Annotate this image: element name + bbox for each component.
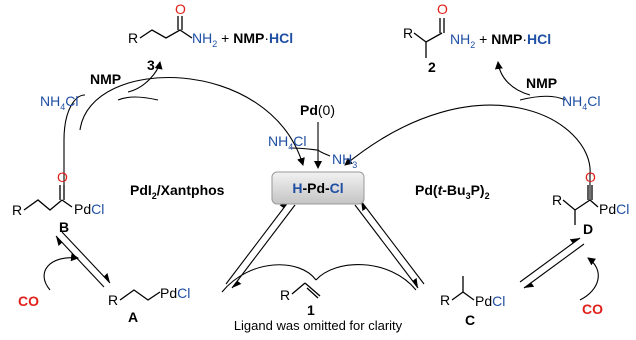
speciesC-c-pd <box>462 291 475 301</box>
speciesD-backbone <box>562 199 591 211</box>
left-nh4cl-label: NH4Cl <box>40 93 78 112</box>
speciesD-r: R <box>552 192 562 208</box>
alkene-db-a <box>304 282 321 297</box>
left-cycle-arc-arrow <box>79 76 305 166</box>
footnote-text: Ligand was omitted for clarity <box>234 318 403 333</box>
speciesB-pdcl: PdCl <box>74 201 104 217</box>
alkene-r-bond <box>291 282 306 295</box>
product3-o: O <box>175 1 186 17</box>
co-insertion-left-arrow <box>43 253 79 291</box>
alkene-left-arc <box>221 264 317 293</box>
speciesB-chain <box>23 199 63 211</box>
speciesB-label: B <box>59 219 69 235</box>
product2-number: 2 <box>428 59 436 75</box>
product3-chain <box>139 29 193 39</box>
speciesD-c-pd <box>589 199 599 208</box>
hpdcl-cl: Cl <box>330 180 344 196</box>
species-b-structure: R O PdCl B <box>12 169 104 235</box>
speciesD-label: D <box>583 221 593 237</box>
speciesA-r: R <box>108 292 118 308</box>
speciesC-pdcl: PdCl <box>475 293 505 309</box>
right-cycle-arc-arrow <box>344 104 591 176</box>
speciesB-r: R <box>12 202 22 218</box>
center-nh4cl-label: NH4Cl <box>268 133 306 152</box>
alkene-1-structure: R 1 <box>280 282 321 318</box>
product-2-structure: R O <box>403 1 448 58</box>
speciesC-r: R <box>440 292 450 308</box>
speciesA-chain <box>119 289 161 301</box>
right-co-label: CO <box>582 301 603 317</box>
product2-r: R <box>403 25 413 41</box>
hpdcl-h: H <box>292 180 302 196</box>
alkene-r: R <box>280 287 290 303</box>
hpdcl-pd: Pd <box>307 180 325 196</box>
alkene-right-arc <box>315 264 417 291</box>
speciesC-label: C <box>465 312 475 328</box>
eq-a-to-hpdcl-arrow <box>225 200 290 285</box>
product2-backbone <box>413 32 443 43</box>
speciesA-label: A <box>128 309 138 325</box>
alkene-db-b <box>306 287 319 299</box>
eq-b-to-a-arrow <box>61 231 111 284</box>
pd0-oxidation: (0) <box>318 102 335 118</box>
left-co-label: CO <box>18 293 39 309</box>
product2-amide-line: NH2 + NMP·HCl <box>450 31 551 50</box>
product3-amide-line: NH2 + NMP·HCl <box>192 30 293 49</box>
nmp-to-product2-arrow <box>494 61 531 96</box>
eq-d-to-c-arrow <box>523 243 585 289</box>
species-c-structure: R PdCl C <box>440 276 505 328</box>
eq-a-to-b-arrow <box>55 235 105 288</box>
left-nmp-label: NMP <box>90 71 121 87</box>
speciesB-o: O <box>57 169 68 185</box>
speciesA-pdcl: PdCl <box>160 285 190 301</box>
product-3-structure: R O <box>128 1 193 46</box>
speciesD-o: O <box>585 169 596 185</box>
alkene-label: 1 <box>307 302 315 318</box>
eq-hpdcl-to-c-arrow <box>354 204 419 289</box>
right-catalyst-label: Pd(t-Bu3P)2 <box>415 182 490 201</box>
right-nmp-label: NMP <box>526 75 557 91</box>
pd0-pd: Pd <box>300 102 318 118</box>
left-cycle-up-line <box>63 94 86 185</box>
species-a-structure: R PdCl A <box>108 285 190 325</box>
speciesC-r-bond <box>451 291 464 301</box>
speciesB-c-pd <box>61 199 73 208</box>
product2-o: O <box>437 1 448 17</box>
eq-c-to-d-arrow <box>519 237 581 283</box>
product3-r: R <box>128 30 138 46</box>
right-nh4cl-label: NH4Cl <box>562 93 600 112</box>
left-catalyst-label: PdI2/Xantphos <box>130 182 225 201</box>
center-nh3-label: NH3 <box>332 151 357 170</box>
nh4cl-right-side-arrow <box>519 95 566 101</box>
nh4cl-side-arrow <box>117 96 159 101</box>
nmp-to-product3-arrow <box>127 61 163 93</box>
co-insertion-right-arrow <box>579 257 599 301</box>
species-d-structure: R O PdCl D <box>552 169 629 237</box>
nh3-center-out-arrow <box>317 149 331 157</box>
pd0-label: Pd(0) <box>300 102 335 118</box>
hpdcl-box <box>271 171 365 205</box>
product3-number: 3 <box>147 57 155 73</box>
nh4cl-center-in-arrow <box>289 147 319 151</box>
speciesD-pdcl: PdCl <box>599 201 629 217</box>
eq-c-to-hpdcl-arrow <box>360 200 425 285</box>
hpdcl-label: H-Pd-Cl <box>292 180 343 196</box>
